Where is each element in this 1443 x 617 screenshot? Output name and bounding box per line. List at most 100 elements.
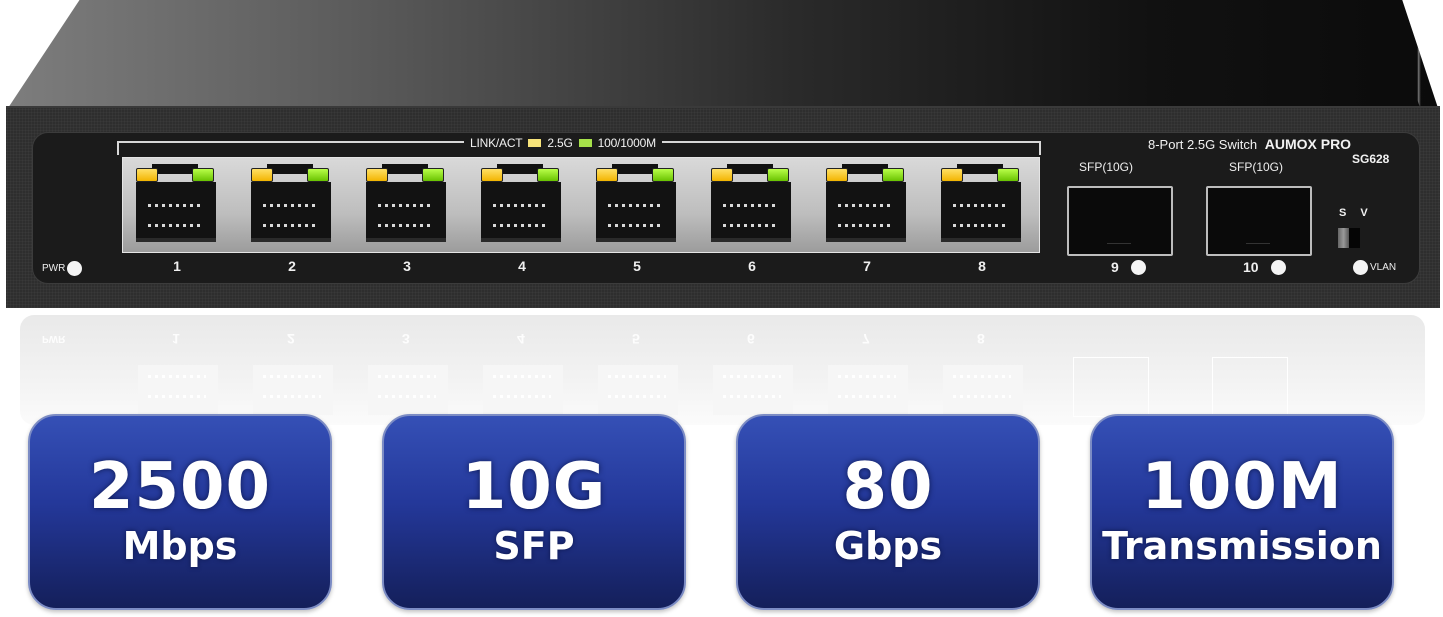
link-led-yellow-icon bbox=[251, 168, 273, 182]
rj45-port-6[interactable] bbox=[703, 164, 797, 244]
yellow-led-swatch-icon bbox=[528, 139, 542, 147]
dip-label-s: S bbox=[1339, 207, 1347, 219]
port-number-3: 3 bbox=[403, 258, 411, 274]
feature-badge-bandwidth: 80 Gbps bbox=[736, 414, 1040, 610]
vlan-led-icon bbox=[1353, 260, 1368, 275]
feature-unit: SFP bbox=[493, 524, 575, 569]
product-name: 8-Port 2.5G Switch bbox=[1148, 137, 1258, 152]
link-led-green-icon bbox=[537, 168, 559, 182]
dip-slot bbox=[1349, 228, 1360, 248]
reflection-port-number: 3 bbox=[402, 331, 410, 347]
rj45-jack-icon bbox=[711, 182, 791, 242]
rj45-jack-icon bbox=[251, 182, 331, 242]
vlan-label: VLAN bbox=[1370, 262, 1397, 273]
switch-top-lid bbox=[8, 0, 1438, 108]
reflection-port-number: 6 bbox=[747, 331, 755, 347]
rj45-jack-icon bbox=[941, 182, 1021, 242]
sfp-label-10: SFP(10G) bbox=[1229, 160, 1284, 174]
rj45-jack-icon bbox=[366, 182, 446, 242]
dip-label-v: V bbox=[1360, 207, 1368, 219]
rj45-port-1[interactable] bbox=[128, 164, 222, 244]
sfp-port-10[interactable] bbox=[1206, 186, 1312, 256]
port-number-1: 1 bbox=[173, 258, 181, 274]
rj45-jack-icon bbox=[826, 182, 906, 242]
rj45-port-8[interactable] bbox=[933, 164, 1027, 244]
dip-switch-labels: S V bbox=[1339, 207, 1368, 219]
link-led-yellow-icon bbox=[136, 168, 158, 182]
sfp-label-9: SFP(10G) bbox=[1079, 160, 1134, 174]
power-indicator: PWR bbox=[42, 261, 83, 276]
rj45-port-5[interactable] bbox=[588, 164, 682, 244]
power-led-icon bbox=[67, 261, 83, 276]
reflection-pwr: PWR bbox=[42, 333, 66, 344]
vlan-dip-switch[interactable] bbox=[1338, 228, 1360, 248]
vlan-indicator: VLAN bbox=[1353, 260, 1396, 275]
link-led-yellow-icon bbox=[596, 168, 618, 182]
rj45-port-2[interactable] bbox=[243, 164, 337, 244]
sfp-indicator-9: 9 bbox=[1111, 259, 1146, 275]
rj45-jack-icon bbox=[136, 182, 216, 242]
feature-value: 100M bbox=[1141, 450, 1343, 525]
rj45-port-3[interactable] bbox=[358, 164, 452, 244]
product-name-line: 8-Port 2.5G Switch AUMOX PRO bbox=[1148, 136, 1351, 152]
feature-badge-transmission: 100M Transmission bbox=[1090, 414, 1394, 610]
reflection-port-number: 7 bbox=[862, 331, 870, 347]
reflection-sfp bbox=[1073, 357, 1149, 417]
feature-unit: Transmission bbox=[1102, 524, 1382, 569]
sfp-led-icon bbox=[1270, 259, 1286, 275]
sfp-number-10: 10 bbox=[1243, 259, 1259, 275]
port-number-7: 7 bbox=[863, 258, 871, 274]
port-number-6: 6 bbox=[748, 258, 756, 274]
feature-badge-speed: 2500 Mbps bbox=[28, 414, 332, 610]
sfp-number-9: 9 bbox=[1111, 259, 1119, 275]
led-legend-1000m: 100/1000M bbox=[597, 136, 656, 150]
feature-value: 80 bbox=[842, 450, 934, 525]
reflection-port bbox=[713, 365, 793, 415]
dip-knob-icon bbox=[1338, 228, 1349, 248]
rj45-jack-icon bbox=[481, 182, 561, 242]
feature-unit: Mbps bbox=[122, 524, 238, 569]
link-led-green-icon bbox=[307, 168, 329, 182]
reflection-sfp bbox=[1212, 357, 1288, 417]
reflection-port-number: 8 bbox=[977, 331, 985, 347]
reflection-port-number: 4 bbox=[517, 331, 525, 347]
sfp-indicator-10: 10 bbox=[1243, 259, 1286, 275]
port-number-5: 5 bbox=[633, 258, 641, 274]
rj45-jack-icon bbox=[596, 182, 676, 242]
link-led-green-icon bbox=[422, 168, 444, 182]
link-led-green-icon bbox=[652, 168, 674, 182]
reflection-port-number: 5 bbox=[632, 331, 640, 347]
led-legend: LINK/ACT 2.5G 100/1000M bbox=[464, 135, 662, 151]
feature-badge-sfp: 10G SFP bbox=[382, 414, 686, 610]
led-legend-2-5g: 2.5G bbox=[547, 136, 573, 150]
green-led-swatch-icon bbox=[578, 139, 592, 147]
feature-value: 2500 bbox=[88, 450, 272, 525]
rj45-port-7[interactable] bbox=[818, 164, 912, 244]
reflection-port bbox=[483, 365, 563, 415]
sfp-port-9[interactable] bbox=[1067, 186, 1173, 256]
reflection-port bbox=[828, 365, 908, 415]
link-led-green-icon bbox=[997, 168, 1019, 182]
reflection-port-number: 2 bbox=[287, 331, 295, 347]
brand-name: AUMOX PRO bbox=[1264, 136, 1352, 152]
reflection-port-number: 1 bbox=[172, 331, 180, 347]
link-led-yellow-icon bbox=[481, 168, 503, 182]
reflection-port bbox=[138, 365, 218, 415]
rj45-port-4[interactable] bbox=[473, 164, 567, 244]
port-number-2: 2 bbox=[288, 258, 296, 274]
model-number: SG628 bbox=[1352, 152, 1390, 166]
link-led-yellow-icon bbox=[826, 168, 848, 182]
power-label: PWR bbox=[42, 263, 66, 274]
link-led-green-icon bbox=[767, 168, 789, 182]
link-led-yellow-icon bbox=[366, 168, 388, 182]
link-led-green-icon bbox=[882, 168, 904, 182]
feature-unit: Gbps bbox=[833, 524, 943, 569]
led-legend-title: LINK/ACT bbox=[470, 136, 523, 150]
feature-value: 10G bbox=[461, 450, 607, 525]
reflection-port bbox=[253, 365, 333, 415]
port-number-4: 4 bbox=[518, 258, 526, 274]
link-led-yellow-icon bbox=[711, 168, 733, 182]
reflection-port bbox=[943, 365, 1023, 415]
link-led-yellow-icon bbox=[941, 168, 963, 182]
sfp-led-icon bbox=[1130, 259, 1146, 275]
